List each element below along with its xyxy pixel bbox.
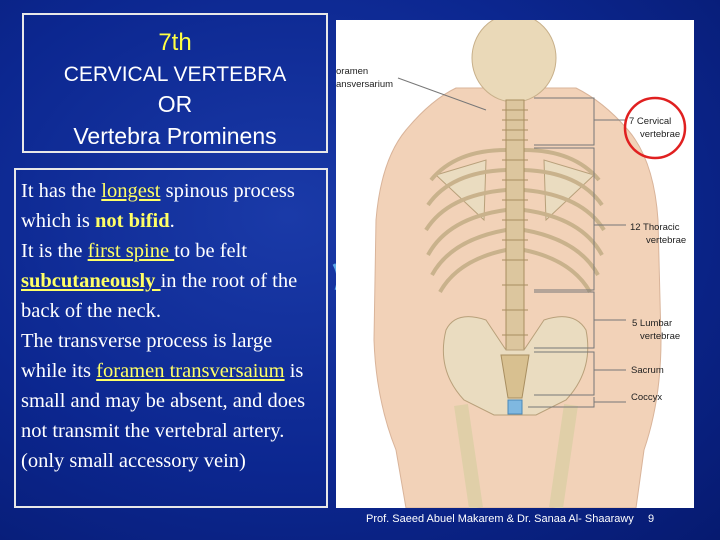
label-thoracic-line2: vertebrae xyxy=(646,235,686,246)
text-highlight-first-spine: first spine xyxy=(87,240,175,262)
label-foramen-line1: oramen xyxy=(336,66,368,77)
rib-cage xyxy=(424,148,606,294)
highlight-circle xyxy=(623,96,687,160)
text-segment: (only small accessory vein) xyxy=(21,450,246,472)
label-brackets xyxy=(397,77,626,408)
title-main: CERVICAL VERTEBRA xyxy=(63,63,287,86)
text-segment: The transverse process is large while it… xyxy=(21,330,273,382)
text-highlight-foramen: foramen transversaium xyxy=(96,360,285,382)
footer: Prof. Saeed Abuel Makarem & Dr. Sanaa Al… xyxy=(366,513,654,525)
coccyx-shape xyxy=(507,399,523,415)
title-or: OR xyxy=(157,91,193,117)
title-box: 7th CERVICAL VERTEBRA OR Vertebra Promin… xyxy=(22,13,328,153)
label-cervical-line2: vertebrae xyxy=(640,129,680,140)
text-segment: spinous process which is xyxy=(21,180,295,232)
title-number: 7th xyxy=(158,29,192,56)
title-alt: Vertebra Prominens xyxy=(73,123,277,149)
spine-illustration: oramen ansversarium 7 Cervical vertebrae… xyxy=(336,13,687,510)
label-sacrum: Sacrum xyxy=(631,365,664,376)
text-segment: . xyxy=(169,210,175,232)
skull-shape xyxy=(471,13,557,103)
label-lumbar-line2: vertebrae xyxy=(640,331,680,342)
anatomy-figure: oramen ansversarium 7 Cervical vertebrae… xyxy=(336,13,694,510)
text-segment: It has the xyxy=(21,180,102,202)
label-coccyx: Coccyx xyxy=(631,392,662,403)
vertebral-column xyxy=(502,99,528,351)
sacrum-shape xyxy=(500,354,530,399)
text-segment: It is the xyxy=(21,240,88,262)
text-highlight-not-bifid: not bifid xyxy=(95,210,170,232)
text-segment: to be felt xyxy=(174,240,248,262)
label-cervical-line1: 7 Cervical xyxy=(629,116,671,127)
right-femur xyxy=(549,403,578,510)
text-segment: is small and may be absent, and does not… xyxy=(21,360,306,442)
text-highlight-longest: longest xyxy=(101,180,161,202)
label-lumbar-line1: 5 Lumbar xyxy=(632,318,672,329)
page-number: 9 xyxy=(647,513,655,525)
description-box: It has the longest spinous process which… xyxy=(14,168,328,508)
label-thoracic-line1: 12 Thoracic xyxy=(630,222,680,233)
text-segment: in the root of the back of the neck. xyxy=(21,270,298,322)
label-foramen-line2: ansversarium xyxy=(336,79,393,90)
footer-credit: Prof. Saeed Abuel Makarem & Dr. Sanaa Al… xyxy=(366,513,634,525)
text-highlight-subcutaneously: subcutaneously xyxy=(21,270,161,292)
left-femur xyxy=(454,403,483,510)
